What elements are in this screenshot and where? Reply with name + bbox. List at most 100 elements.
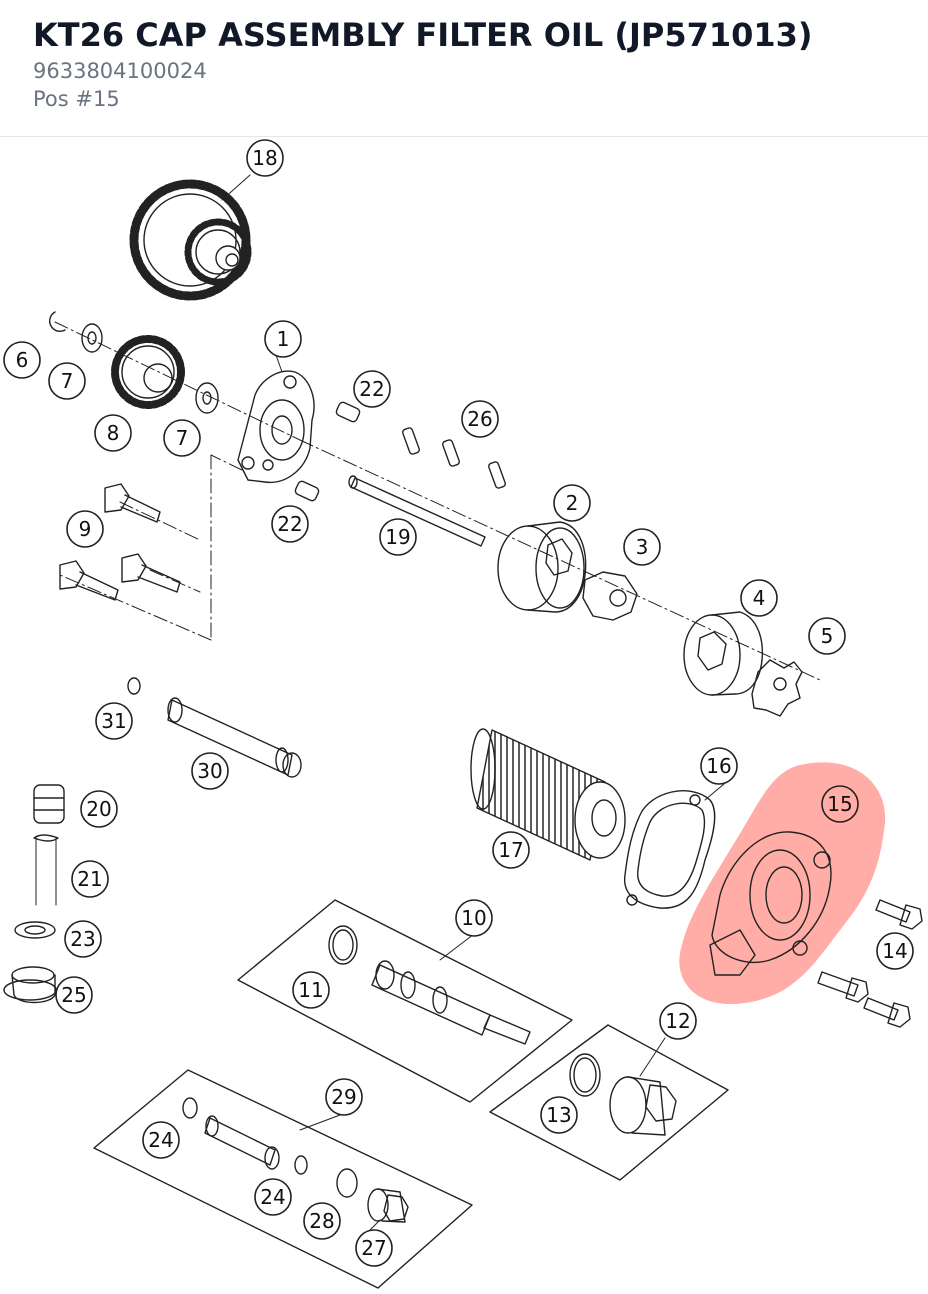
callout-label: 5 [821,624,834,648]
callout-label: 22 [277,512,302,536]
callout-circle [455,899,493,937]
callout-9: 9 [66,510,104,548]
callout-circle [623,528,661,566]
oil-filter-17 [470,728,626,861]
callout-7: 7 [163,419,201,457]
callout-label: 6 [16,348,29,372]
callout-label: 19 [385,525,410,549]
callout-circle [142,1121,180,1159]
callout-circle [461,400,499,438]
callout-circle [379,518,417,556]
callout-circle [246,139,284,177]
position-label: Pos #15 [33,87,120,111]
highlight-region [679,762,886,1005]
callout-3: 3 [623,528,661,566]
page-header: KT26 CAP ASSEMBLY FILTER OIL (JP571013) … [0,0,928,137]
callout-24: 24 [254,1178,292,1216]
callout-2: 2 [553,484,591,522]
callout-circle [492,831,530,869]
callout-circle [48,362,86,400]
callout-circle [271,505,309,543]
callout-29: 29 [325,1078,363,1116]
valve-stack [3,784,65,1004]
callout-label: 30 [197,759,222,783]
callout-18: 18 [246,139,284,177]
callout-1: 1 [264,320,302,358]
plug-27 [367,1188,409,1223]
bolts-9 [59,483,181,601]
callout-circle [355,1229,393,1267]
callout-24: 24 [142,1121,180,1159]
page-title: KT26 CAP ASSEMBLY FILTER OIL (JP571013) [33,16,813,54]
callout-label: 15 [827,792,852,816]
callout-21: 21 [71,860,109,898]
callout-label: 22 [359,377,384,401]
callout-circle [821,785,859,823]
callout-label: 28 [309,1209,334,1233]
valve-29 [204,1115,280,1170]
pump-housing-1 [237,370,315,484]
callout-circle [64,920,102,958]
callout-label: 2 [566,491,579,515]
callout-circle [325,1078,363,1116]
callout-circle [3,341,41,379]
callout-circle [553,484,591,522]
callout-12: 12 [659,1002,697,1040]
gasket-16 [624,790,716,909]
callout-label: 24 [148,1128,173,1152]
plug-12 [609,1076,677,1136]
callout-label: 27 [361,1236,386,1260]
valve-10 [371,960,531,1045]
callout-10: 10 [455,899,493,937]
callout-13: 13 [540,1096,578,1134]
callout-circle [66,510,104,548]
callout-circle [94,414,132,452]
callout-26: 26 [461,400,499,438]
callout-25: 25 [55,976,93,1014]
callout-label: 21 [77,867,102,891]
callout-circle [71,860,109,898]
callout-circle [876,932,914,970]
callout-circle [163,419,201,457]
callout-label: 11 [298,978,323,1002]
callout-circle [80,790,118,828]
callout-label: 7 [176,426,189,450]
callout-11: 11 [292,971,330,1009]
callout-17: 17 [492,831,530,869]
callout-circle [808,617,846,655]
callout-15: 15 [821,785,859,823]
callout-8: 8 [94,414,132,452]
callout-label: 18 [252,146,277,170]
callout-label: 1 [277,327,290,351]
cap-assembly-15 [709,831,832,976]
callout-20: 20 [80,790,118,828]
callout-22: 22 [271,505,309,543]
callout-circle [700,747,738,785]
callout-label: 10 [461,906,486,930]
callout-label: 26 [467,407,492,431]
callout-circle [353,370,391,408]
callout-circle [95,702,133,740]
callout-label: 31 [101,709,126,733]
callout-circle [264,320,302,358]
callout-circle [740,579,778,617]
callout-14: 14 [876,932,914,970]
callout-label: 14 [882,939,907,963]
rotor-4 [683,611,764,696]
callout-label: 7 [61,369,74,393]
callout-27: 27 [355,1229,393,1267]
callout-6: 6 [3,341,41,379]
callout-circle [540,1096,578,1134]
callout-label: 3 [636,535,649,559]
callout-label: 24 [260,1185,285,1209]
callout-circle [191,752,229,790]
callout-19: 19 [379,518,417,556]
callout-label: 9 [79,517,92,541]
callout-label: 12 [665,1009,690,1033]
callout-16: 16 [700,747,738,785]
callout-label: 16 [706,754,731,778]
callout-label: 17 [498,838,523,862]
callout-7: 7 [48,362,86,400]
